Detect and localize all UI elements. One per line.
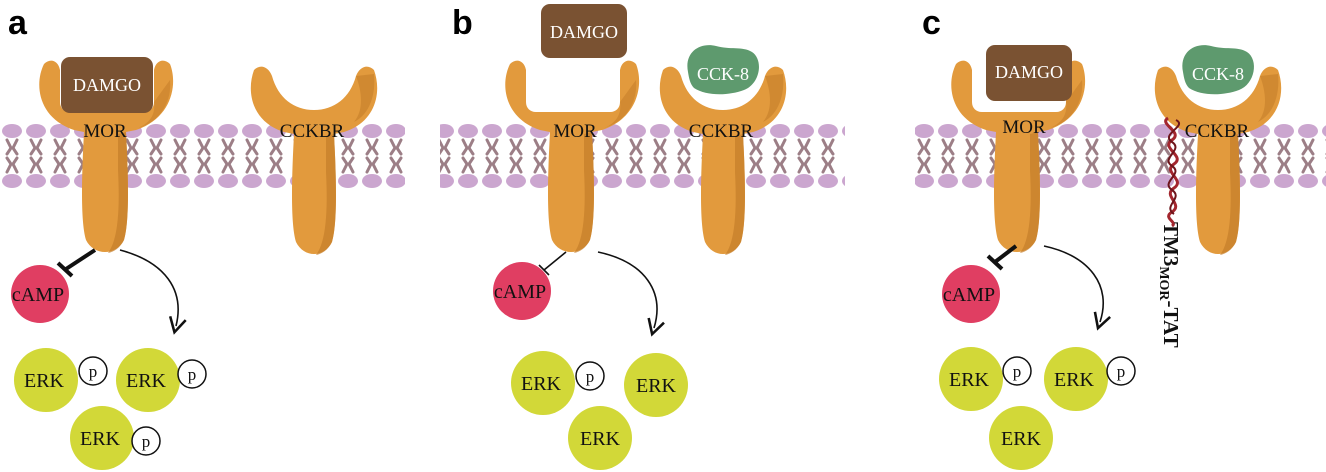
tm3-label-main: TM3 [1159, 222, 1183, 266]
phospho-marker [78, 356, 108, 386]
cck8-label: CCK-8 [1192, 64, 1244, 84]
phospho-marker [575, 361, 605, 391]
tm3-label-tail: -TAT [1159, 301, 1183, 348]
damgo-label: DAMGO [73, 75, 141, 95]
inhibition-bar [986, 254, 1004, 271]
damgo-ligand [541, 4, 627, 58]
inhibition-line [64, 248, 97, 271]
erk-label: ERK [80, 428, 121, 450]
phospho-label: p [188, 365, 197, 384]
damgo-label: DAMGO [550, 22, 618, 42]
phospho-label: p [1117, 362, 1126, 381]
erk-molecule [1044, 347, 1108, 411]
phospho-marker [131, 426, 161, 456]
camp-molecule [942, 265, 1000, 323]
erk-label: ERK [949, 369, 990, 391]
phospho-marker [1002, 356, 1032, 386]
panel-c: c DAMGO MOR CCK-8 CCKBR TM3MOR-TAT cAMP … [915, 4, 1326, 470]
panel-letter-a: a [8, 4, 28, 42]
phospho-marker [1106, 356, 1136, 386]
activation-arrow [597, 251, 665, 337]
phospho-label: p [1013, 362, 1022, 381]
cckbr-label: CCKBR [1185, 121, 1250, 142]
tm3-peptide-helix [1167, 119, 1180, 215]
phospho-label: p [89, 362, 98, 381]
cck8-label: CCK-8 [697, 64, 749, 84]
damgo-label: DAMGO [995, 62, 1063, 82]
cckbr-label: CCKBR [689, 121, 754, 142]
tm3-peptide-label: TM3MOR-TAT [1156, 222, 1183, 348]
camp-label: cAMP [12, 284, 64, 306]
camp-molecule [11, 265, 69, 323]
panel-a: a DAMGO MOR CCKBR cAMP ERK p ERK p ERK p [0, 4, 405, 470]
camp-label: cAMP [494, 281, 546, 303]
mor-label: MOR [553, 121, 597, 142]
panel-letter-c: c [922, 4, 941, 42]
cck8-ligand [687, 45, 759, 95]
phospho-label: p [586, 367, 595, 386]
svg-text:TM3MOR-TAT: TM3MOR-TAT [1156, 222, 1183, 348]
cell-membrane [440, 122, 845, 188]
cell-membrane [915, 122, 1326, 188]
activation-arrow [119, 249, 187, 335]
erk-molecule [989, 406, 1053, 470]
inhibition-bar [56, 261, 74, 278]
erk-molecule [568, 406, 632, 470]
activation-arrow [1043, 245, 1111, 331]
erk-molecule [511, 351, 575, 415]
erk-label: ERK [1054, 369, 1095, 391]
panel-letter-b: b [452, 4, 473, 42]
camp-molecule [493, 262, 551, 320]
cckbr-label: CCKBR [280, 121, 345, 142]
inhibition-bar [538, 264, 550, 276]
erk-molecule [939, 347, 1003, 411]
erk-label: ERK [636, 375, 677, 397]
damgo-ligand [61, 57, 153, 113]
erk-label: ERK [580, 428, 621, 450]
erk-label: ERK [126, 370, 167, 392]
damgo-ligand [986, 45, 1072, 101]
phospho-label: p [142, 432, 151, 451]
mor-label: MOR [1002, 117, 1046, 138]
panel-b: b DAMGO MOR CCK-8 CCKBR cAMP ERK p ERK E… [440, 4, 845, 470]
erk-molecule [14, 348, 78, 412]
erk-molecule [70, 406, 134, 470]
cck8-ligand [1182, 45, 1254, 95]
tm3-label-sub: MOR [1156, 266, 1171, 301]
phospho-marker [177, 359, 207, 389]
erk-molecule [624, 353, 688, 417]
erk-label: ERK [521, 373, 562, 395]
inhibition-line [543, 251, 567, 271]
camp-label: cAMP [943, 284, 995, 306]
erk-molecule [116, 348, 180, 412]
inhibition-line [993, 244, 1018, 264]
erk-label: ERK [24, 370, 65, 392]
erk-label: ERK [1001, 428, 1042, 450]
mor-label: MOR [83, 121, 127, 142]
